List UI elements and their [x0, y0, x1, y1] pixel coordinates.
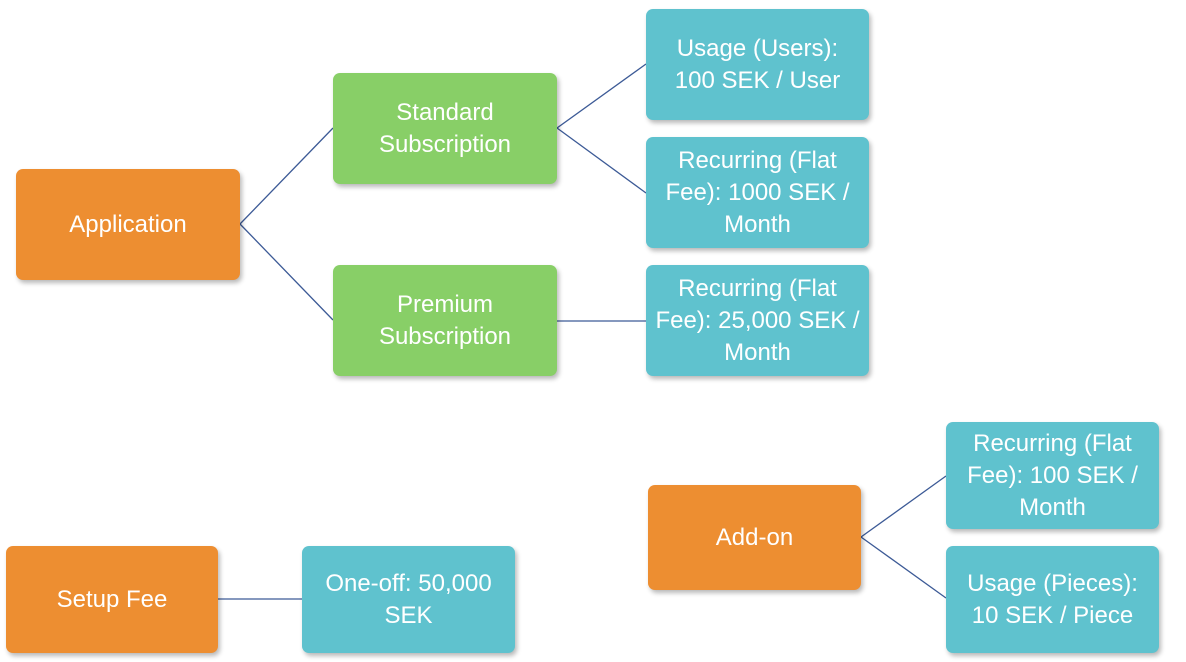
- connector-application-premium: [239, 223, 334, 321]
- addon-recurring-charge-node: Recurring (Flat Fee): 100 SEK / Month: [946, 422, 1159, 529]
- connector-standard-usage: [556, 63, 647, 129]
- standard-usage-charge-node: Usage (Users): 100 SEK / User: [646, 9, 869, 120]
- connector-addon-usage: [860, 536, 947, 599]
- premium-subscription-node: Premium Subscription: [333, 265, 557, 376]
- add-on-node: Add-on: [648, 485, 861, 590]
- standard-subscription-node: Standard Subscription: [333, 73, 557, 184]
- connector-addon-recurring: [860, 475, 947, 538]
- setup-one-off-charge-node: One-off: 50,000 SEK: [302, 546, 515, 653]
- connector-application-standard: [239, 127, 334, 225]
- premium-recurring-charge-node: Recurring (Flat Fee): 25,000 SEK / Month: [646, 265, 869, 376]
- setup-fee-node: Setup Fee: [6, 546, 218, 653]
- application-node: Application: [16, 169, 240, 280]
- standard-recurring-charge-node: Recurring (Flat Fee): 1000 SEK / Month: [646, 137, 869, 248]
- addon-usage-charge-node: Usage (Pieces): 10 SEK / Piece: [946, 546, 1159, 653]
- connector-standard-recurring: [556, 127, 647, 194]
